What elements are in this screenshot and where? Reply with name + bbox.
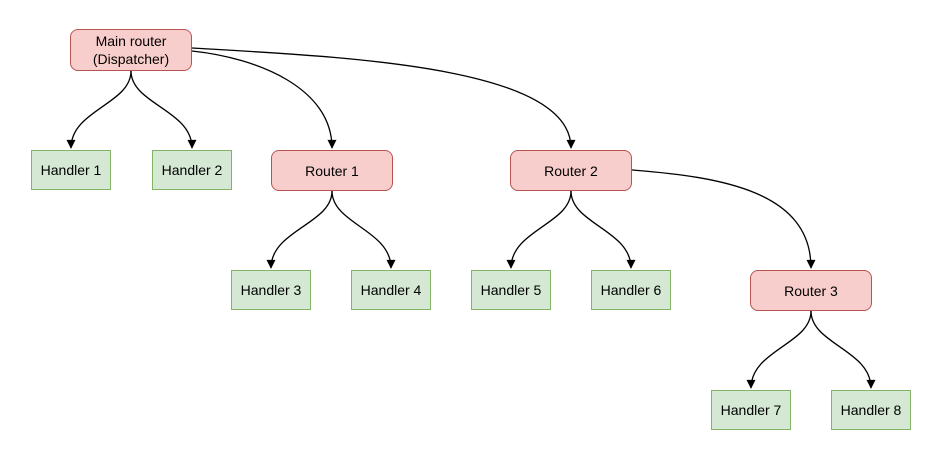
- edge-router-1-to-handler-4: [331, 190, 396, 269]
- node-label: Handler 3: [240, 282, 302, 298]
- node-label: Router 2: [544, 162, 598, 179]
- node-label: Router 1: [305, 162, 359, 179]
- node-handler-4: Handler 4: [351, 270, 431, 310]
- node-label: (Dispatcher): [92, 51, 170, 67]
- node-handler-7: Handler 7: [711, 390, 791, 430]
- node-label: Handler 8: [840, 402, 902, 418]
- node-label: Router 3: [784, 282, 838, 299]
- node-handler-8: Handler 8: [831, 390, 911, 430]
- node-label: Handler 7: [720, 402, 782, 418]
- node-label: Main router: [95, 33, 167, 49]
- edge-main-router-to-handler-2: [130, 70, 197, 149]
- node-handler-1: Handler 1: [31, 150, 111, 190]
- node-label: Handler 4: [360, 282, 422, 298]
- node-handler-2: Handler 2: [152, 150, 232, 190]
- node-label: Handler 5: [480, 282, 542, 298]
- node-router-1: Router 1: [271, 150, 393, 191]
- edge-router-2-to-handler-5: [506, 190, 572, 269]
- node-router-2: Router 2: [510, 150, 632, 191]
- node-handler-5: Handler 5: [471, 270, 551, 310]
- edge-router-2-to-handler-6: [570, 190, 636, 269]
- node-router-3: Router 3: [750, 270, 872, 311]
- edge-router-1-to-handler-3: [266, 190, 333, 269]
- edge-main-router-to-router-1: [191, 50, 337, 149]
- node-label: Handler 6: [600, 282, 662, 298]
- node-label: Handler 1: [40, 162, 102, 178]
- edge-router-3-to-handler-7: [746, 310, 812, 389]
- node-handler-6: Handler 6: [591, 270, 671, 310]
- edge-router-3-to-handler-8: [810, 310, 876, 389]
- edge-main-router-to-router-2: [191, 47, 576, 149]
- edge-router-2-to-router-3: [631, 169, 816, 269]
- node-handler-3: Handler 3: [231, 270, 311, 310]
- node-label: Handler 2: [161, 162, 223, 178]
- edge-main-router-to-handler-1: [66, 70, 132, 149]
- node-main-router: Main router (Dispatcher): [70, 29, 192, 71]
